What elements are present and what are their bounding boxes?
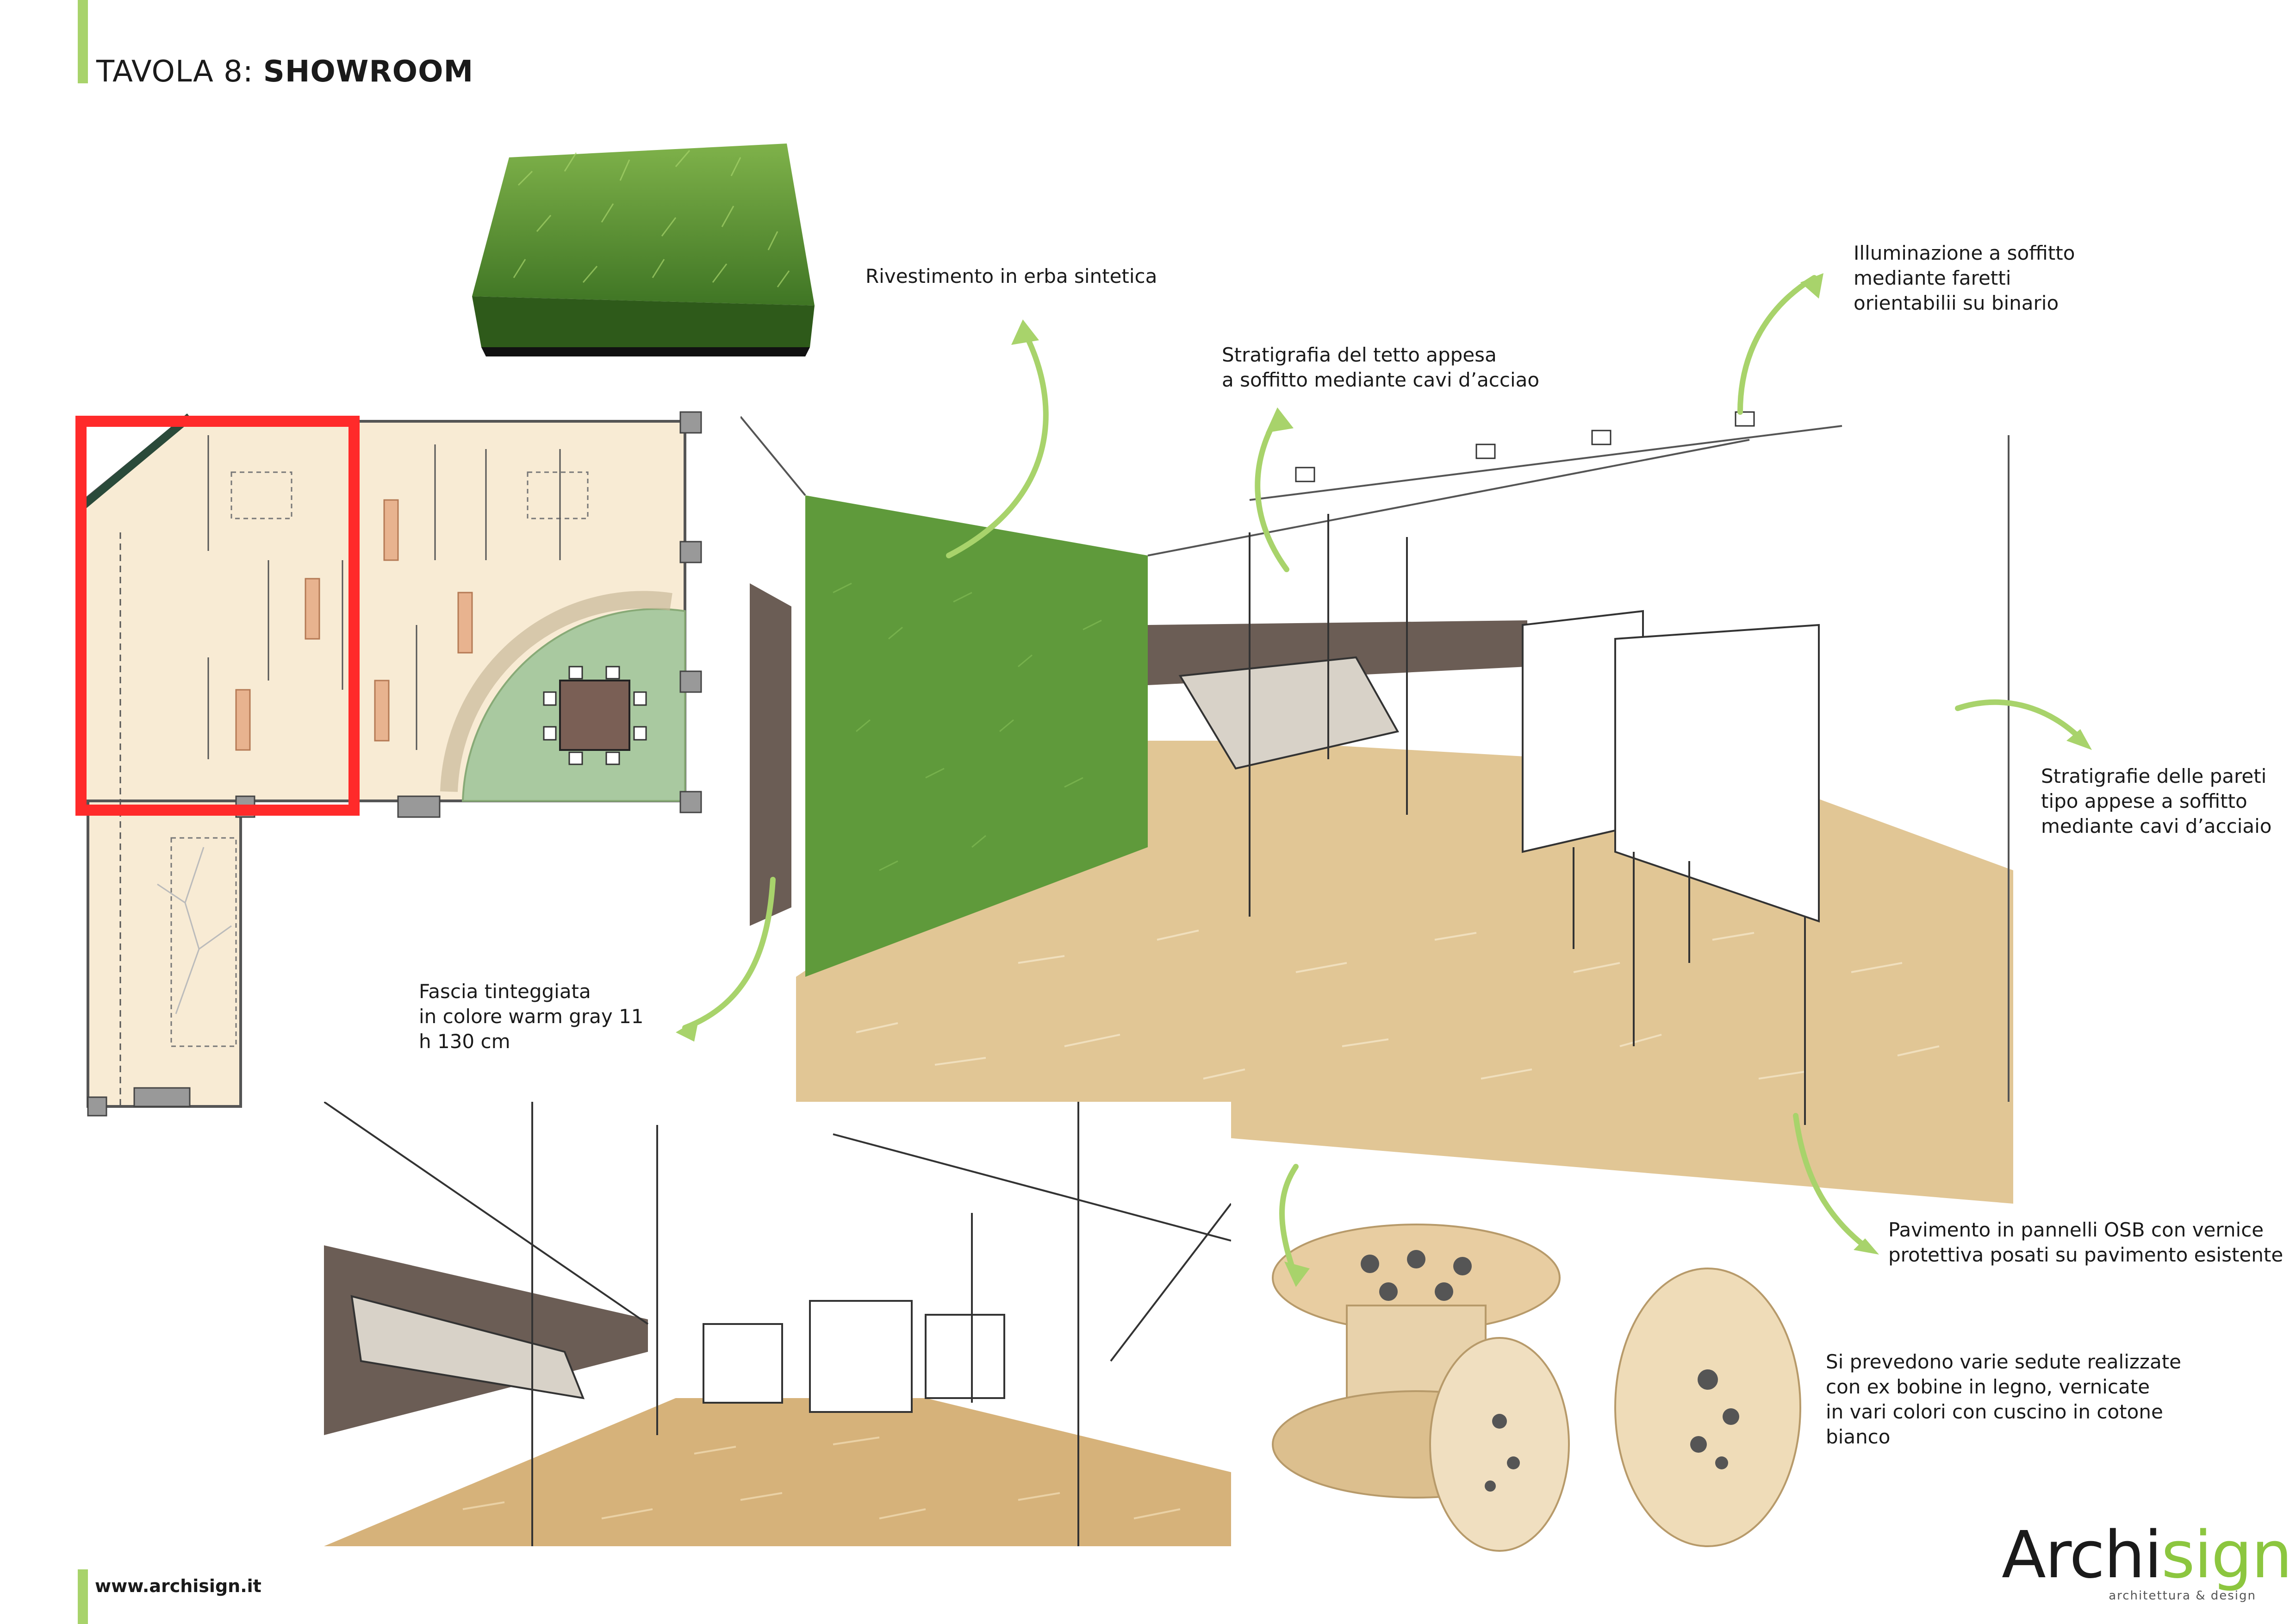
note-reel-seats: Si prevedono varie sedute realizzate con… [1826,1350,2182,1448]
note-warm-gray-band: Fascia tinteggiata in colore warm gray 1… [419,980,644,1053]
archisign-logo: Archisign architettura & design [2002,1523,2292,1603]
note-wall-stratigraphy: Stratigrafie delle pareti tipo appese a … [2041,765,2272,837]
showroom-perspective-main [740,407,2027,1204]
note-roof-stratigraphy: Stratigrafia del tetto appesa a soffitto… [1222,344,1540,391]
logo-subtitle: architettura & design [2109,1589,2256,1603]
page-title: TAVOLA 8: SHOWROOM [96,55,473,89]
cable-reel-seats-image [1272,1224,1801,1552]
accent-bar-top [78,0,88,83]
floor-plan [75,411,702,1117]
footer-website[interactable]: www.archisign.it [95,1576,261,1596]
note-grass-cladding: Rivestimento in erba sintetica [865,265,1157,287]
page-title-prefix: TAVOLA 8: [96,55,263,89]
logo-word-a: Archi [2002,1518,2162,1593]
logo-wordmark: Archisign [2002,1523,2292,1588]
page-title-main: SHOWROOM [263,55,474,89]
grass-swatch-image [472,144,815,356]
accent-bar-bottom [78,1569,88,1624]
note-lighting: Illuminazione a soffitto mediante farett… [1854,242,2075,314]
note-osb-floor: Pavimento in pannelli OSB con vernice pr… [1888,1218,2284,1266]
showroom-perspective-secondary [324,1102,1231,1546]
logo-word-b: sign [2161,1518,2292,1593]
